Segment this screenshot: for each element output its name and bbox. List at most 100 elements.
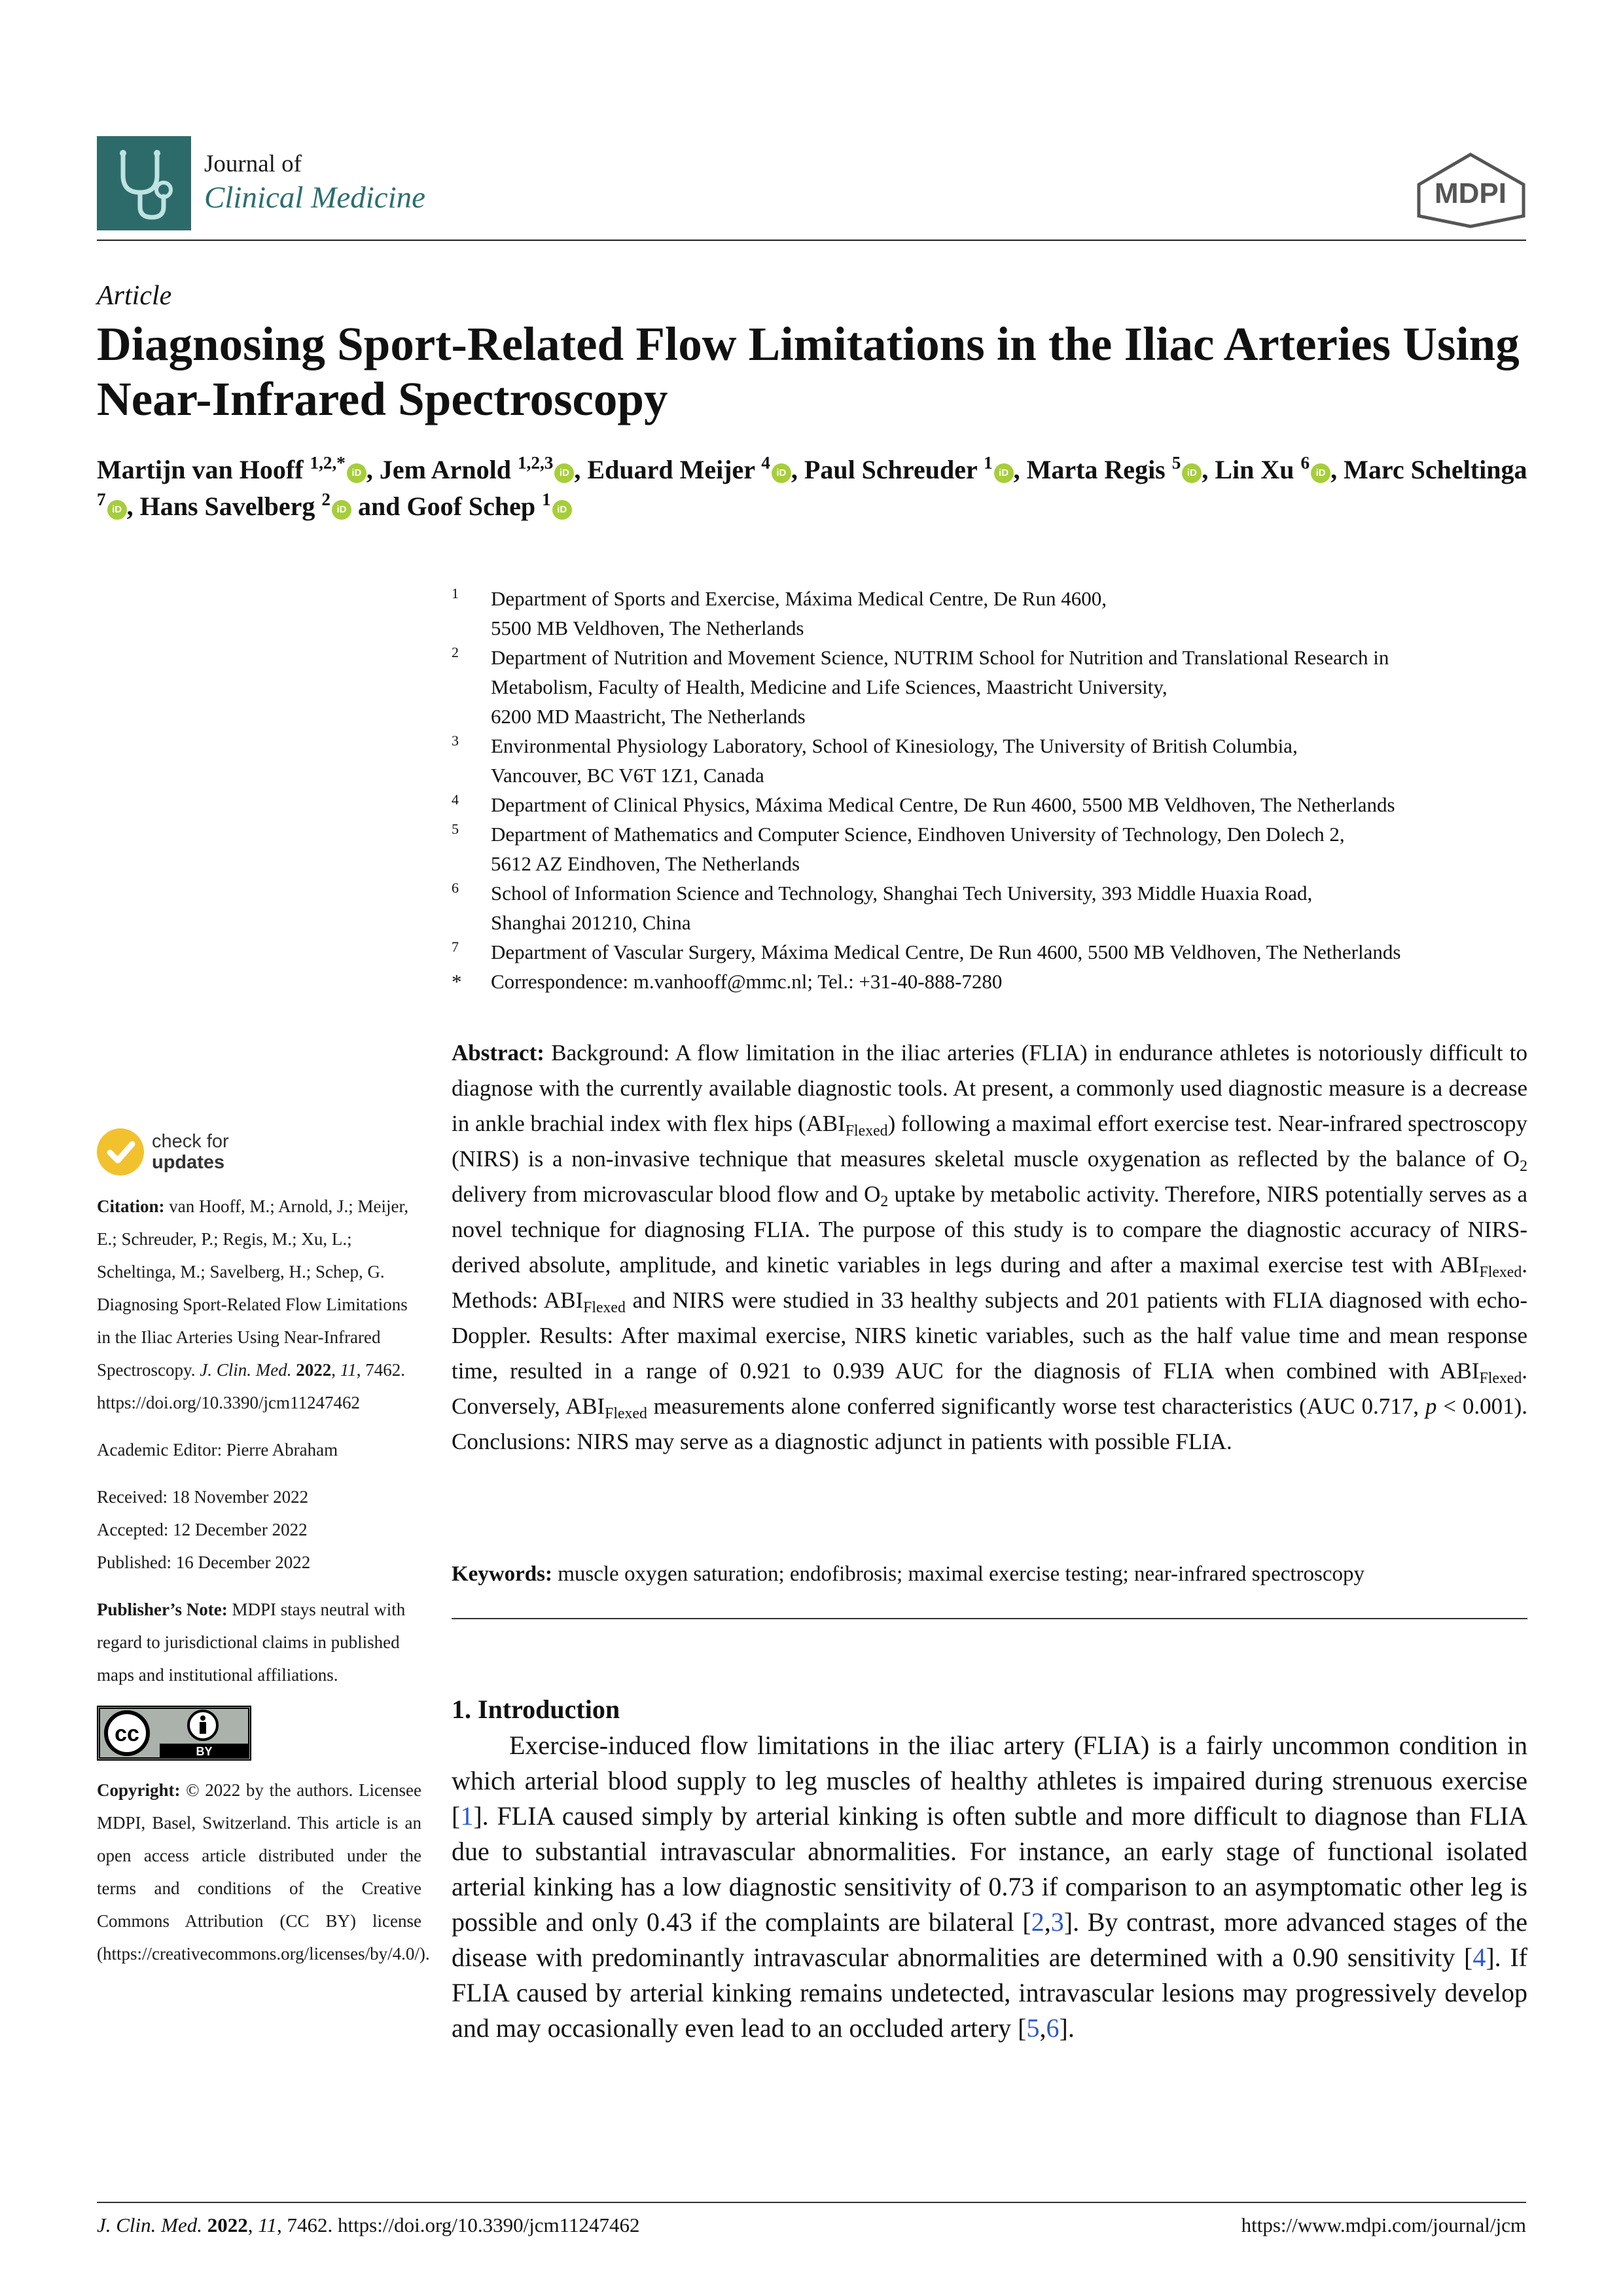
affiliation-item: 4 Department of Clinical Physics, Máxima … [452,790,1531,819]
article-type: Article [97,281,172,311]
mdpi-hexagon-icon: MDPI [1417,152,1525,228]
orcid-icon[interactable]: iD [331,500,351,520]
footer-divider [97,2202,1526,2203]
footer-journal-url[interactable]: https://www.mdpi.com/journal/jcm [1241,2214,1526,2236]
author-affiliation-marker: 4 [761,453,770,473]
svg-text:cc: cc [115,1721,139,1746]
abstract-divider [452,1618,1527,1619]
keywords-label: Keywords: [452,1562,552,1586]
affiliation-number: 2 [452,644,459,660]
orcid-icon[interactable]: iD [771,463,791,483]
received-date: Received: 18 November 2022 [97,1487,309,1507]
author-affiliation-marker: 5 [1171,453,1181,473]
orcid-icon[interactable]: iD [107,500,127,520]
affiliation-line: Metabolism, Faculty of Health, Medicine … [491,675,1168,698]
correspondence: *Correspondence: m.vanhooff@mmc.nl; Tel.… [452,970,1003,993]
author-affiliation-marker: 7 [97,490,106,510]
affiliation-line: 5612 AZ Eindhoven, The Netherlands [491,852,800,875]
orcid-icon[interactable]: iD [993,463,1014,483]
publisher-note: Publisher’s Note: MDPI stays neutral wit… [97,1600,406,1685]
abstract: Abstract: Background: A flow limitation … [452,1035,1527,1460]
author-name: Jem Arnold [379,455,518,484]
affiliation-line: Department of Sports and Exercise, Máxim… [491,587,1107,610]
copyright: Copyright: © 2022 by the authors. Licens… [97,1780,430,1964]
footer-citation: J. Clin. Med. 2022, 11, 7462. https://do… [97,2214,640,2236]
accepted-date: Accepted: 12 December 2022 [97,1520,308,1539]
author-name: Marta Regis [1026,455,1172,484]
cc-badge-text: BY [196,1745,212,1758]
check-updates-label: check for updates [152,1131,229,1173]
affiliation-line: 6200 MD Maastricht, The Netherlands [491,705,806,728]
affiliation-item: 3 Environmental Physiology Laboratory, Sc… [452,731,1531,790]
academic-editor: Academic Editor: Pierre Abraham [97,1440,338,1460]
affiliation-line: Vancouver, BC V6T 1Z1, Canada [491,764,764,787]
author-affiliation-marker: 6 [1300,453,1310,473]
affiliation-line: Department of Clinical Physics, Máxima M… [491,793,1395,816]
author-name: Lin Xu [1215,455,1301,484]
reference-link[interactable]: 1 [460,1801,474,1831]
affiliation-number: 4 [452,791,459,808]
journal-name: Journal of Clinical Medicine [204,149,597,216]
affiliation-line: Department of Vascular Surgery, Máxima M… [491,941,1401,963]
article-title: Diagnosing Sport-Related Flow Limitation… [97,317,1520,425]
check-for-updates-button[interactable]: check for updates [97,1128,293,1181]
affiliation-number: 1 [452,585,459,601]
author-name: Marc Scheltinga [1344,455,1527,484]
affiliation-number: 5 [452,821,459,837]
check-updates-icon [97,1128,144,1175]
keywords-text: muscle oxygen saturation; endofibrosis; … [558,1562,1365,1586]
orcid-icon[interactable]: iD [1182,463,1202,483]
mdpi-logo-text: MDPI [1435,177,1507,209]
affiliation-line: Shanghai 201210, China [491,911,691,934]
orcid-icon[interactable]: iD [554,463,575,483]
affiliation-item: 7 Department of Vascular Surgery, Máxima … [452,937,1531,967]
journal-logo [97,136,191,230]
affiliation-item: 2 Department of Nutrition and Movement Sc… [452,643,1531,731]
author-name: Paul Schreuder [804,455,984,484]
author-affiliation-marker: 2 [321,490,330,510]
author-list: Martijn van Hooff 1,2,*iD, Jem Arnold 1,… [97,453,1527,521]
author-affiliation-marker: 1 [542,490,551,510]
affiliation-line: School of Information Science and Techno… [491,882,1313,905]
author-name: Hans Savelberg [139,492,322,521]
affiliation-item: 1 Department of Sports and Exercise, Máxi… [452,584,1531,643]
reference-link[interactable]: 6 [1046,2013,1060,2043]
reference-link[interactable]: 3 [1050,1907,1064,1937]
affiliation-number: 7 [452,939,459,955]
journal-title: Clinical Medicine [204,181,426,215]
citation: Citation: van Hooff, M.; Arnold, J.; Mei… [97,1196,409,1412]
reference-link[interactable]: 2 [1031,1907,1044,1937]
abstract-label: Abstract: [452,1040,544,1066]
section-heading: 1. Introduction [452,1695,620,1724]
sidebar: Citation: van Hooff, M.; Arnold, J.; Mei… [97,1190,430,1984]
published-date: Published: 16 December 2022 [97,1552,311,1572]
affiliations: 1 Department of Sports and Exercise, Máxi… [452,584,1531,996]
keywords: Keywords: muscle oxygen saturation; endo… [452,1559,1527,1589]
reference-link[interactable]: 4 [1472,1943,1486,1972]
author-name: Goof Schep [406,492,543,521]
orcid-icon[interactable]: iD [1311,463,1331,483]
author-name: Eduard Meijer [587,455,762,484]
cc-by-license-icon[interactable]: cc BY [97,1706,251,1761]
reference-link[interactable]: 5 [1026,2013,1040,2043]
affiliation-line: Department of Mathematics and Computer S… [491,823,1345,846]
abstract-text: Background: A flow limitation in the ili… [452,1040,1528,1454]
journal-of: Journal of [204,151,302,177]
affiliation-line: Environmental Physiology Laboratory, Sch… [491,734,1298,757]
affiliation-line: 5500 MB Veldhoven, The Netherlands [491,617,804,639]
orcid-icon[interactable]: iD [552,500,572,520]
affiliation-item: 5 Department of Mathematics and Computer … [452,819,1531,878]
affiliation-line: Department of Nutrition and Movement Sci… [491,646,1389,669]
affiliation-number: 6 [452,880,459,896]
affiliation-item: 6 School of Information Science and Techn… [452,878,1531,937]
mdpi-logo: MDPI [1414,152,1528,229]
orcid-icon[interactable]: iD [346,463,366,483]
stethoscope-icon [120,150,173,220]
publication-dates: Received: 18 November 2022 Accepted: 12 … [97,1480,421,1579]
author-affiliation-marker: 1,2,* [310,453,346,473]
author-name: Martijn van Hooff [97,455,310,484]
author-affiliation-marker: 1,2,3 [518,453,554,473]
header-divider [97,240,1526,241]
affiliation-number: 3 [452,732,459,749]
intro-paragraph: Exercise-induced flow limitations in the… [452,1731,1527,2043]
